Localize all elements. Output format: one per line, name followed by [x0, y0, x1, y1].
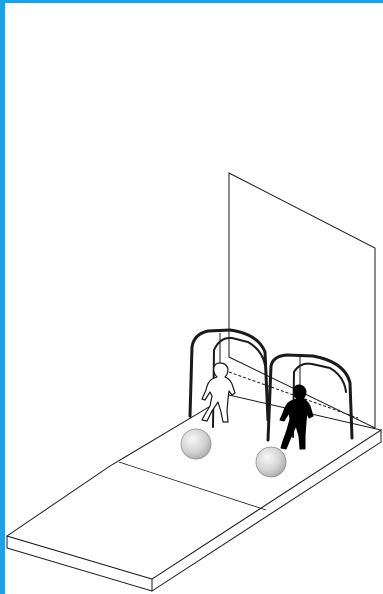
ball-icon	[256, 447, 286, 477]
floor-surface	[7, 395, 381, 579]
frame-border-left	[0, 0, 5, 594]
frame-border-top	[0, 0, 383, 3]
ball-icon	[181, 429, 211, 459]
